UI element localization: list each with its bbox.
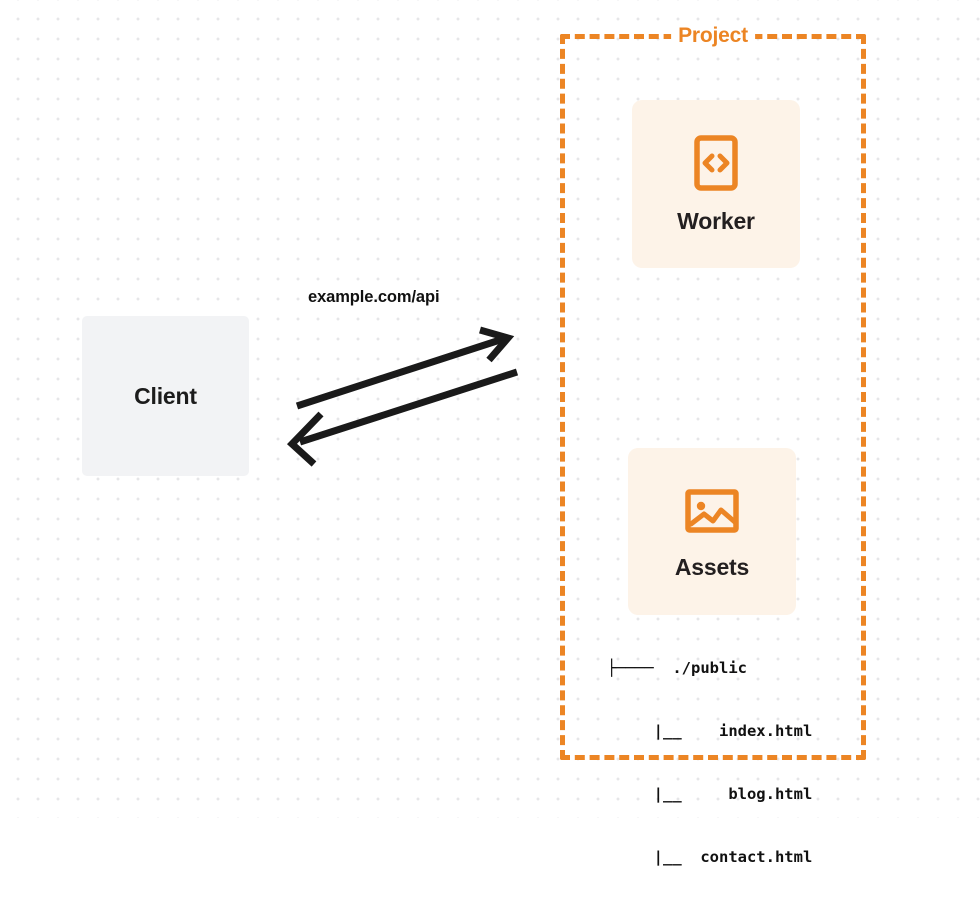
project-title: Project	[671, 24, 755, 48]
assets-node[interactable]: Assets	[628, 448, 796, 615]
project-container: Project	[560, 24, 866, 760]
diagram-canvas: Client example.com/api Project Worker	[0, 0, 980, 866]
request-url-label: example.com/api	[308, 288, 440, 306]
file-tree: ├──── ./public |__ index.html |__ blog.h…	[607, 616, 812, 910]
file-tree-row: ├──── ./public	[607, 659, 747, 677]
file-tree-row: |__ contact.html	[607, 848, 813, 866]
file-tree-row: |__ index.html	[607, 722, 813, 740]
file-tree-row: |__ blog.html	[607, 785, 813, 803]
request-arrow	[295, 326, 515, 410]
worker-node[interactable]: Worker	[632, 100, 800, 268]
worker-label: Worker	[677, 207, 755, 234]
code-brackets-icon	[694, 134, 738, 191]
image-icon	[685, 489, 739, 533]
response-arrow	[286, 368, 519, 467]
client-label: Client	[134, 382, 197, 409]
client-node[interactable]: Client	[82, 316, 249, 476]
assets-label: Assets	[674, 554, 750, 580]
